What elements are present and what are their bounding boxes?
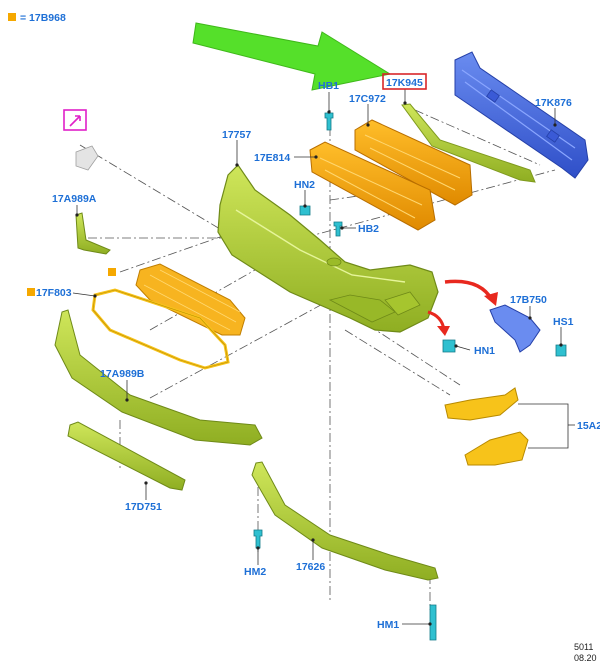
leader-lines xyxy=(72,89,575,625)
grille-swatch xyxy=(108,268,116,276)
clip-hs1 xyxy=(555,344,567,357)
clip-hn2 xyxy=(299,205,311,216)
reference-marker xyxy=(63,109,87,131)
upper-strip xyxy=(401,103,536,183)
lower-lip xyxy=(54,309,263,446)
green-arrow-icon xyxy=(192,22,392,91)
label-hn1: HN1 xyxy=(474,345,495,357)
label-hb1: HB1 xyxy=(318,80,339,92)
lower-absorber xyxy=(309,141,436,231)
label-17f803-swatch xyxy=(27,288,35,296)
label-17c972: 17C972 xyxy=(349,93,386,105)
label-17k945: 17K945 xyxy=(386,77,423,89)
label-17e814: 17E814 xyxy=(254,152,290,164)
label-15a2: 15A2 xyxy=(577,420,600,432)
upper-absorber xyxy=(354,119,473,206)
clip-hn1 xyxy=(442,339,456,353)
bumper-cover xyxy=(217,164,439,333)
label-17626: 17626 xyxy=(296,561,325,573)
clip-hm1 xyxy=(429,604,437,641)
label-17k876: 17K876 xyxy=(535,97,572,109)
red-arrow-icon xyxy=(444,279,494,301)
label-hs1: HS1 xyxy=(553,316,574,328)
label-hb2: HB2 xyxy=(358,223,379,235)
side-bracket-left xyxy=(75,212,111,255)
corner-date: 08.20 xyxy=(574,653,597,661)
legend-text: = 17B968 xyxy=(20,12,66,24)
label-17a989b: 17A989B xyxy=(100,368,145,380)
legend-swatch xyxy=(8,13,16,21)
lower-trim xyxy=(67,421,186,491)
label-hn2: HN2 xyxy=(294,179,315,191)
leader-dots xyxy=(75,101,563,626)
fastener-clips xyxy=(253,112,567,641)
lamp-blank xyxy=(75,145,99,171)
lamp-bezels xyxy=(444,387,529,466)
part-labels: HB1 17C972 17K945 17K876 17757 17E814 HN… xyxy=(27,77,600,631)
clip-hb1 xyxy=(324,112,334,131)
highlight-box xyxy=(382,73,427,90)
label-17757: 17757 xyxy=(222,129,251,141)
label-17f803: 17F803 xyxy=(36,287,72,299)
reinforcement-bar xyxy=(454,51,589,179)
clip-hb2 xyxy=(333,221,343,237)
side-bracket-right xyxy=(489,304,541,353)
clip-hm2 xyxy=(253,529,263,549)
valance xyxy=(251,461,439,581)
label-17b750: 17B750 xyxy=(510,294,547,306)
label-hm2: HM2 xyxy=(244,566,266,578)
label-17d751: 17D751 xyxy=(125,501,162,513)
label-17a989a: 17A989A xyxy=(52,193,97,205)
corner-code: 5011 xyxy=(574,642,593,652)
grille-mesh xyxy=(135,263,246,336)
label-hm1: HM1 xyxy=(377,619,399,631)
